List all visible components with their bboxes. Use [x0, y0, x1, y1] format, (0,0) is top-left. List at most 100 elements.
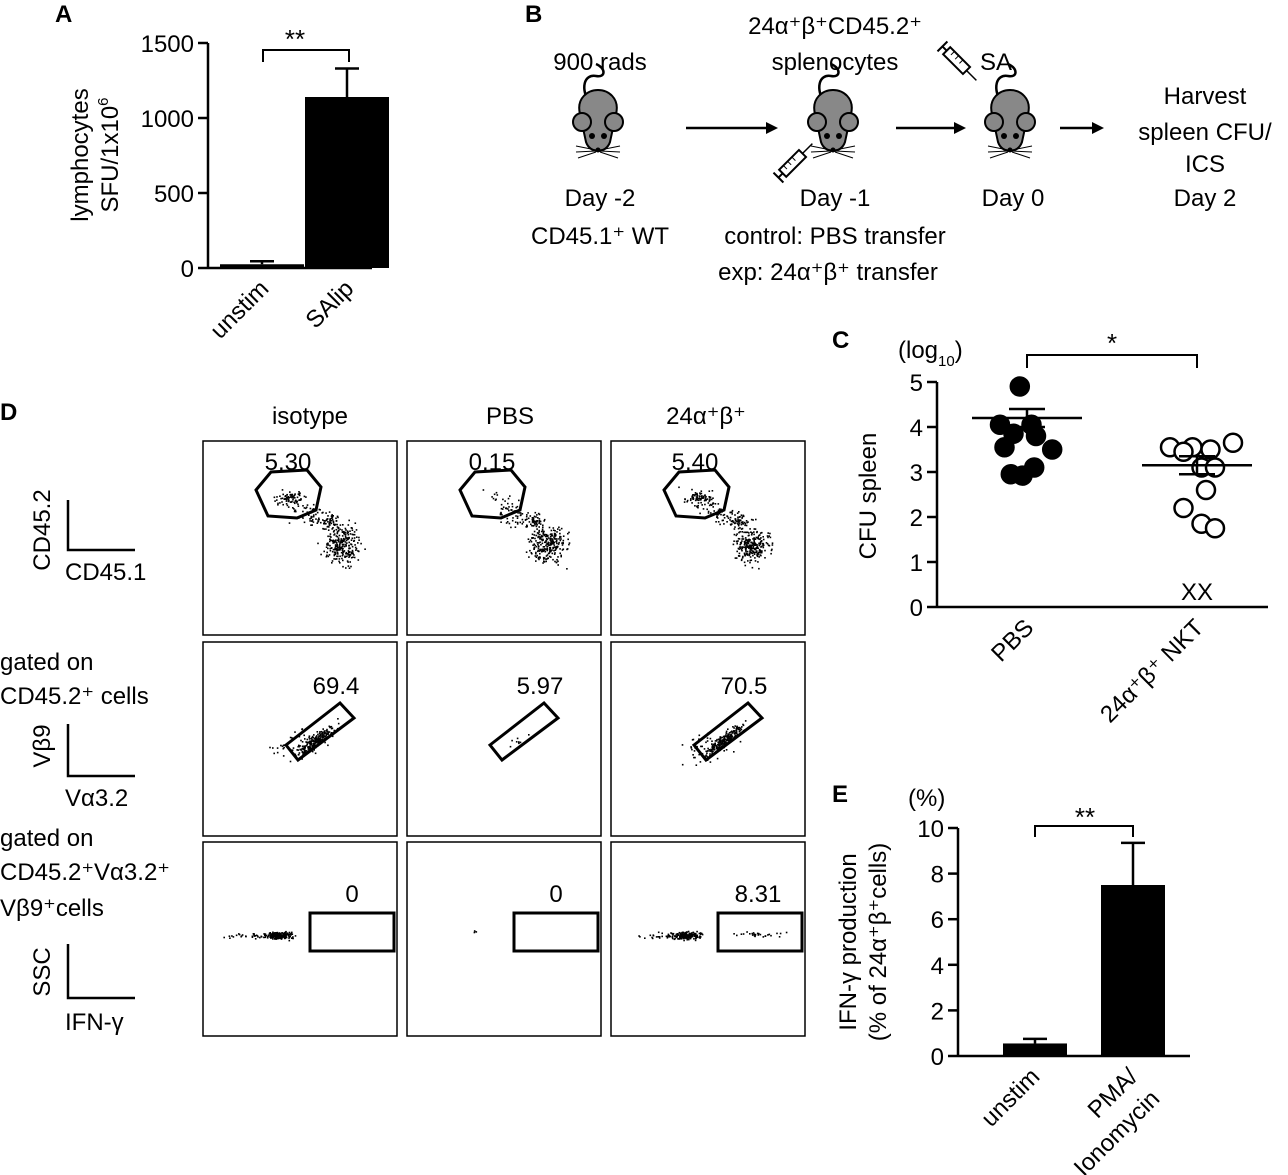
d-dot — [349, 530, 351, 532]
arrow-icon — [1060, 122, 1104, 134]
d-dot — [729, 739, 731, 741]
d-dot — [286, 498, 288, 501]
d-dot — [313, 749, 315, 751]
d-dot — [713, 510, 715, 512]
d-dot — [301, 750, 304, 753]
d-value: 5.30 — [265, 449, 312, 476]
panel-e-ylabel-line2: (% of 24α⁺β⁺cells) — [865, 843, 892, 1041]
d-dot — [771, 542, 774, 544]
d-dot — [739, 531, 741, 533]
d-dot — [749, 549, 751, 551]
d-dot — [700, 490, 703, 492]
d-dot — [352, 533, 355, 536]
d-dot — [326, 543, 328, 545]
d-dot — [749, 539, 751, 541]
d-dot — [737, 524, 740, 527]
d-dot — [761, 550, 763, 552]
d-dot — [707, 750, 709, 752]
d-dot — [341, 549, 344, 551]
d-dot — [738, 726, 741, 729]
d-dot — [303, 507, 306, 509]
d-dot — [554, 534, 557, 536]
d-dot — [753, 533, 755, 536]
d-dot — [538, 522, 540, 525]
d-dot — [305, 750, 307, 752]
d-dot — [741, 516, 744, 518]
d-dot — [331, 735, 334, 738]
d-dot — [733, 521, 735, 524]
d-dot — [739, 527, 741, 529]
b-top-label: 24α⁺β⁺CD45.2⁺ — [748, 13, 922, 40]
d-dot — [554, 535, 556, 538]
d-dot — [329, 524, 331, 526]
d-dot — [749, 559, 752, 562]
d-dot — [756, 546, 759, 548]
d-dot — [323, 734, 325, 736]
d-dot — [508, 509, 510, 512]
d-dot — [555, 548, 557, 550]
d-dot — [500, 512, 502, 515]
d-dot — [758, 567, 760, 570]
d-dot — [337, 540, 340, 543]
d-dot — [757, 561, 759, 563]
d-dot — [545, 548, 548, 550]
d-dot — [530, 540, 533, 543]
d-dot — [500, 511, 502, 514]
d-dot — [738, 531, 740, 534]
d-dot — [271, 935, 274, 938]
d-dot — [514, 521, 517, 523]
d-dot — [336, 547, 338, 550]
d-dot — [715, 521, 717, 523]
d-dot — [329, 540, 331, 543]
d-dot — [696, 935, 698, 938]
d-dot — [756, 552, 759, 555]
panel-b: B 900 rads 24α⁺β⁺CD45.2⁺ splenocytes SA — [525, 1, 1272, 286]
d-dot — [725, 749, 728, 751]
d-dot — [535, 560, 537, 562]
d-dot — [652, 934, 655, 937]
d-dot — [350, 556, 353, 559]
d-dot — [543, 530, 545, 533]
d-dot — [335, 548, 337, 551]
d-dot — [287, 506, 290, 508]
d-dot — [328, 554, 331, 556]
d-dot — [281, 501, 283, 503]
d-dot — [668, 934, 670, 937]
d-dot — [738, 552, 741, 555]
d-dot — [756, 551, 758, 554]
d-dot — [274, 500, 276, 502]
d-dot — [718, 741, 720, 743]
d-dot — [732, 726, 734, 728]
d-dot — [336, 543, 338, 546]
d-dot — [335, 541, 337, 543]
d-dot — [744, 524, 746, 527]
d-dot — [698, 738, 700, 740]
d-dot — [553, 544, 556, 546]
d-dot — [746, 554, 749, 556]
d-dot — [736, 725, 738, 728]
d-dot — [266, 937, 269, 939]
d-dot — [313, 740, 315, 743]
d-dot — [694, 505, 696, 507]
d-dot — [735, 534, 738, 537]
d-dot — [537, 533, 540, 535]
d-dot — [758, 544, 761, 547]
d-dot — [541, 539, 544, 542]
d-dot — [330, 515, 333, 517]
d-dot — [540, 530, 543, 533]
d-dot — [529, 539, 532, 542]
d-dot — [731, 509, 734, 512]
d-dot — [500, 521, 502, 523]
d-dot — [690, 936, 692, 939]
d-dot — [764, 557, 766, 559]
d-dot — [314, 739, 316, 742]
d-dot — [675, 936, 678, 939]
d-row3-gate-line1: gated on — [0, 825, 93, 852]
d-dot — [552, 547, 554, 549]
d-dot — [681, 763, 684, 766]
c-point — [1041, 439, 1063, 460]
d-dot — [288, 933, 291, 936]
d-row3-gate-line3: Vβ9⁺cells — [0, 895, 104, 922]
d-dot — [352, 556, 354, 558]
d-dot — [537, 557, 540, 560]
